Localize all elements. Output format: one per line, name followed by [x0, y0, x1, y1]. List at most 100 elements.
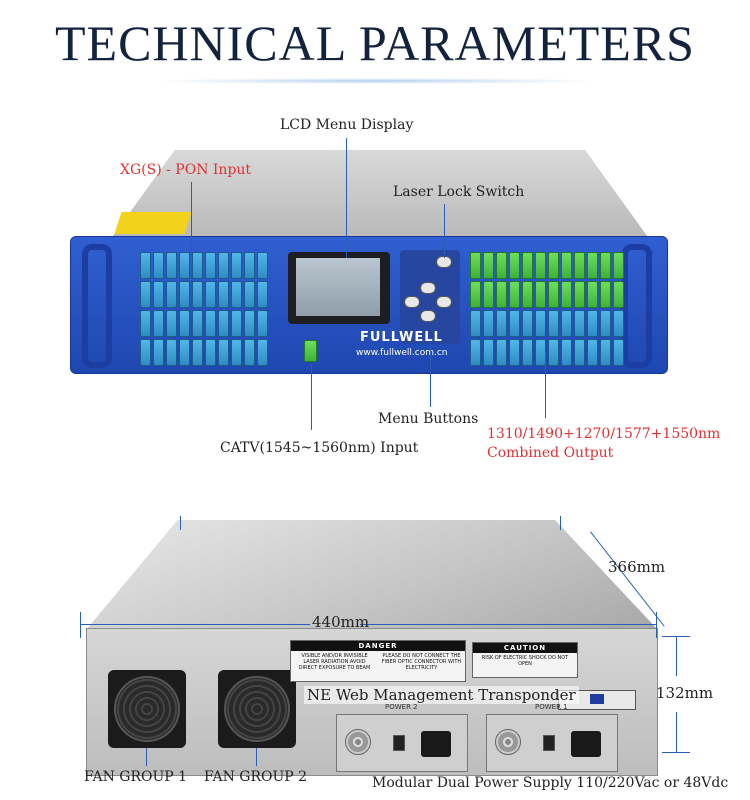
height-tick-bottom	[662, 752, 690, 753]
sc-port-icon	[231, 281, 242, 308]
sc-port-icon	[231, 310, 242, 337]
caution-heading: CAUTION	[473, 643, 577, 653]
sc-port-icon	[600, 339, 611, 366]
sc-port-icon	[535, 310, 546, 337]
width-tick-left	[80, 612, 81, 638]
sc-port-icon	[179, 252, 190, 279]
sc-port-icon	[231, 252, 242, 279]
right-handle	[622, 244, 652, 368]
sc-port-icon	[509, 310, 520, 337]
sc-port-icon	[483, 281, 494, 308]
width-tick-right	[656, 612, 657, 638]
pon-leader	[191, 182, 192, 254]
sc-port-icon	[205, 310, 216, 337]
fan2-leader	[256, 748, 257, 766]
width-leader-right	[360, 624, 656, 625]
sc-port-icon	[496, 339, 507, 366]
sc-port-icon	[153, 252, 164, 279]
combined-leader	[545, 352, 546, 418]
sc-port-icon	[470, 310, 481, 337]
sc-port-icon	[535, 281, 546, 308]
height-dimension: 132mm	[656, 684, 714, 702]
menu-buttons-label: Menu Buttons	[378, 411, 479, 427]
sc-port-icon	[470, 252, 481, 279]
fan1-leader	[146, 748, 147, 766]
caution-label: CAUTION RISK OF ELECTRIC SHOCK DO NOT OP…	[472, 642, 578, 678]
sc-port-icon	[166, 281, 177, 308]
sc-port-icon	[218, 339, 229, 366]
menu-button-up[interactable]	[420, 282, 436, 294]
sc-port-icon	[244, 252, 255, 279]
sc-port-icon	[166, 252, 177, 279]
caution-text: RISK OF ELECTRIC SHOCK DO NOT OPEN	[481, 655, 569, 667]
sc-port-icon	[257, 281, 268, 308]
sc-port-icon	[244, 310, 255, 337]
sc-port-icon	[257, 339, 268, 366]
lcd-screen	[296, 258, 380, 316]
laser-lock-leader	[444, 204, 445, 258]
sc-port-icon	[166, 339, 177, 366]
sc-port-icon	[613, 281, 624, 308]
fan-blades-icon	[224, 676, 290, 742]
fan-2	[218, 670, 296, 748]
sc-port-icon	[192, 310, 203, 337]
sc-port-icon	[613, 252, 624, 279]
catv-label: CATV(1545~1560nm) Input	[220, 440, 419, 456]
sc-port-icon	[574, 310, 585, 337]
sc-port-icon	[548, 252, 559, 279]
danger-label: DANGER VISIBLE AND/OR INVISIBLE LASER RA…	[290, 640, 466, 682]
sc-port-icon	[587, 252, 598, 279]
sc-port-icon	[218, 252, 229, 279]
sc-port-icon	[574, 339, 585, 366]
width-dimension: 440mm	[312, 613, 370, 631]
power-switch[interactable]	[543, 735, 555, 751]
menu-leader	[430, 345, 431, 407]
danger-heading: DANGER	[291, 641, 465, 651]
laser-lock-label: Laser Lock Switch	[393, 184, 525, 200]
sc-port-icon	[548, 281, 559, 308]
catv-input-port	[304, 340, 317, 362]
sc-port-icon	[192, 281, 203, 308]
power-switch[interactable]	[393, 735, 405, 751]
sc-port-icon	[192, 339, 203, 366]
sc-port-icon	[509, 281, 520, 308]
sc-port-icon	[522, 281, 533, 308]
sc-port-icon	[231, 339, 242, 366]
fan-blades-icon	[114, 676, 180, 742]
power-socket-icon	[571, 731, 601, 757]
sc-port-icon	[483, 252, 494, 279]
danger-text-left: VISIBLE AND/OR INVISIBLE LASER RADIATION…	[298, 653, 371, 671]
lcd-leader	[346, 138, 347, 258]
sc-port-icon	[257, 310, 268, 337]
depth-tick	[180, 516, 181, 530]
brand-logo: FULLWELL	[360, 330, 443, 345]
fan-group-1-label: FAN GROUP 1	[84, 769, 188, 785]
menu-button-menu[interactable]	[404, 296, 420, 308]
nms-label: NE Web Management Transponder	[304, 686, 579, 704]
brand-url: www.fullwell.com.cn	[356, 348, 448, 358]
height-leader-bottom	[676, 712, 677, 752]
ethernet-port-icon	[590, 694, 604, 704]
power-supply-2: POWER 2	[336, 703, 468, 772]
sc-port-icon	[587, 281, 598, 308]
sc-port-icon	[153, 339, 164, 366]
sc-port-icon	[548, 339, 559, 366]
sc-port-icon	[470, 281, 481, 308]
left-handle	[82, 244, 112, 368]
rear-chassis-top	[86, 520, 658, 630]
combined-output-ports	[470, 252, 624, 366]
sc-port-icon	[140, 252, 151, 279]
sc-port-icon	[179, 339, 190, 366]
sc-port-icon	[483, 339, 494, 366]
laser-warning-sticker	[114, 212, 192, 234]
danger-text-right: PLEASE DO NOT CONNECT THE FIBER OPTIC CO…	[381, 653, 462, 671]
menu-button-enter[interactable]	[436, 296, 452, 308]
sc-port-icon	[244, 339, 255, 366]
pon-input-ports	[140, 252, 268, 366]
menu-button-down[interactable]	[420, 310, 436, 322]
sc-port-icon	[496, 252, 507, 279]
pon-input-label: XG(S) - PON Input	[120, 162, 252, 178]
sc-port-icon	[205, 252, 216, 279]
catv-leader	[311, 364, 312, 430]
sc-port-icon	[561, 310, 572, 337]
